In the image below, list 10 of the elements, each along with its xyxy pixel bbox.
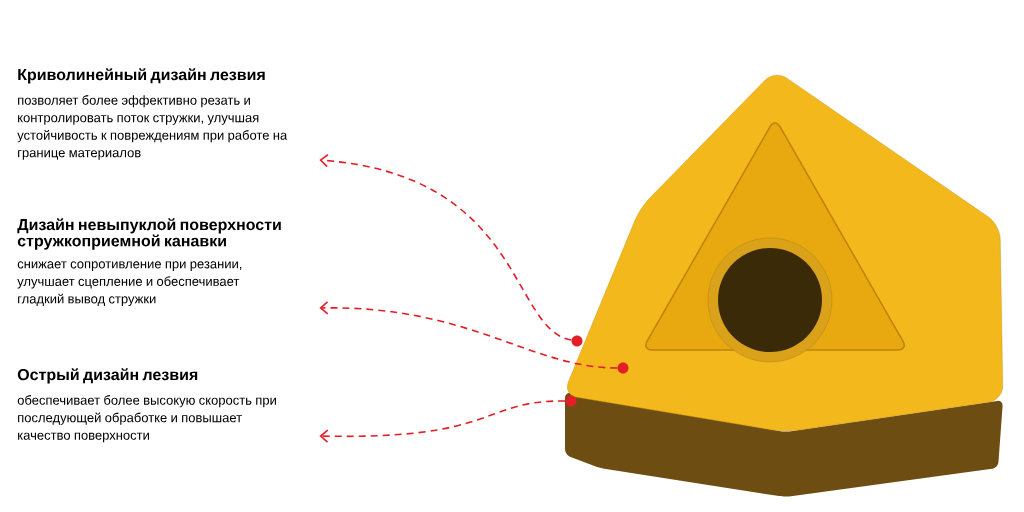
heading: Острый дизайн лезвия: [17, 368, 198, 384]
dashed-arrow: [319, 153, 573, 341]
cutting-insert-drawing: [565, 75, 1003, 497]
heading: Криволинейный дизайн лезвия: [18, 68, 265, 84]
description-text: позволяет более эффективно резать и контролировать поток стружки, улучшая устойчивость к повреждениям при работе на границе материалов: [17, 95, 288, 160]
dashed-arrow: [319, 400, 567, 443]
description-text: обеспечивает более высокую скорость при последующей обработке и повышает качество поверхности: [17, 395, 276, 443]
dashed-arrow: [319, 301, 619, 369]
description-text: снижает сопротивление при резании, улучшает сцепление и обеспечивает гладкий вывод стружки: [17, 261, 242, 307]
heading: Дизайн невыпуклой поверхности стружкоприемной канавки: [17, 218, 281, 250]
